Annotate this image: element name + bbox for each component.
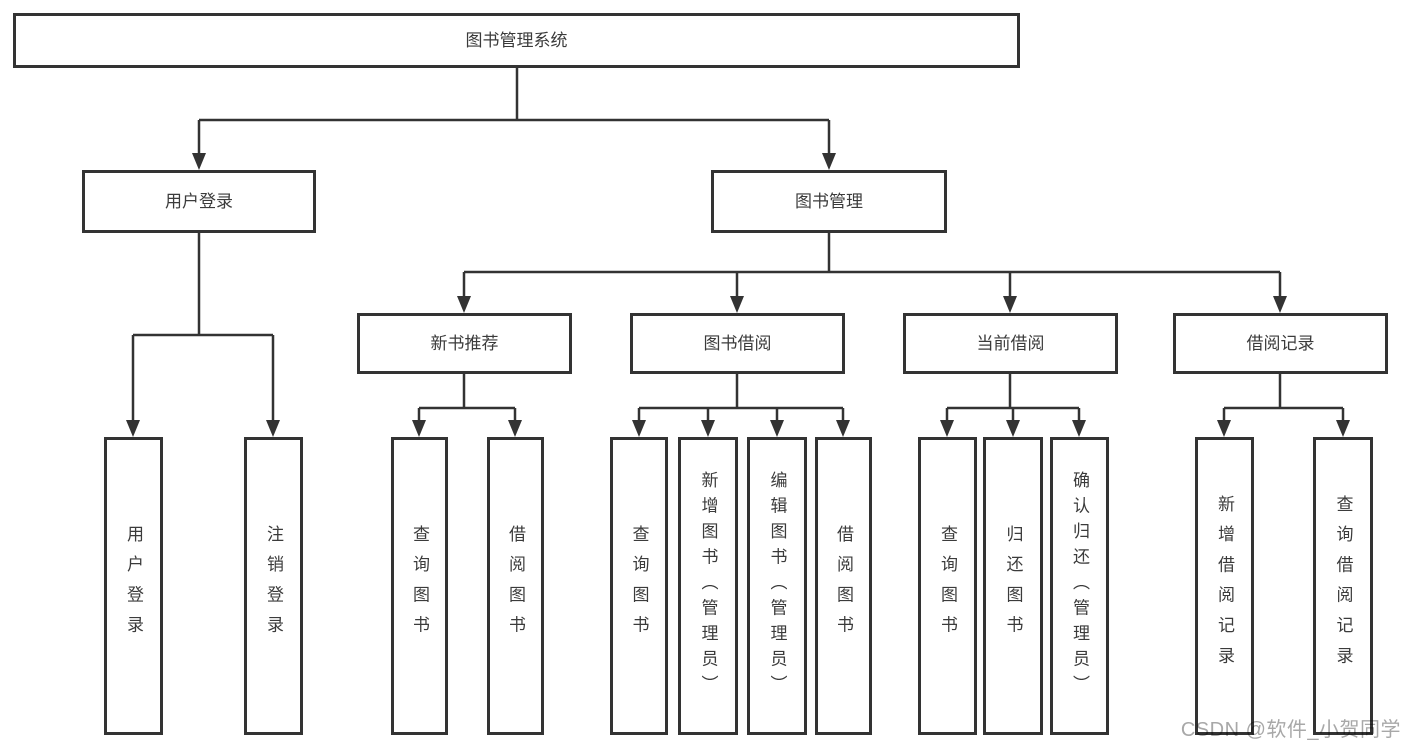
node-root-label: 图书管理系统 bbox=[465, 31, 568, 50]
node-root: 图书管理系统 bbox=[13, 13, 1020, 68]
leaf-borrow-query-books: 查询图书 bbox=[610, 437, 668, 735]
leaf-confirm-return-admin: 确认归还（管理员） bbox=[1050, 437, 1109, 735]
leaf-recommend-query-books: 查询图书 bbox=[391, 437, 448, 735]
node-user-login: 用户登录 bbox=[82, 170, 316, 233]
leaf-borrow-books: 借阅图书 bbox=[815, 437, 872, 735]
watermark: CSDN @软件_小贺同学 bbox=[1180, 719, 1401, 741]
leaf-current-query-books: 查询图书 bbox=[918, 437, 977, 735]
node-book-borrow: 图书借阅 bbox=[630, 313, 845, 374]
leaf-current-query-books-label: 查询图书 bbox=[938, 525, 957, 647]
node-book-borrow-label: 图书借阅 bbox=[703, 334, 772, 353]
leaf-logout-label: 注销登录 bbox=[264, 525, 283, 647]
leaf-add-borrow-record: 新增借阅记录 bbox=[1195, 437, 1254, 735]
node-current-borrow: 当前借阅 bbox=[903, 313, 1118, 374]
leaf-recommend-query-books-label: 查询图书 bbox=[410, 525, 429, 647]
leaf-user-login-label: 用户登录 bbox=[124, 525, 143, 647]
node-book-management: 图书管理 bbox=[711, 170, 947, 233]
leaf-query-borrow-record-label: 查询借阅记录 bbox=[1333, 495, 1353, 677]
node-borrow-records: 借阅记录 bbox=[1173, 313, 1388, 374]
tree-edges bbox=[131, 68, 1345, 421]
leaf-query-borrow-record: 查询借阅记录 bbox=[1313, 437, 1373, 735]
node-borrow-records-label: 借阅记录 bbox=[1246, 334, 1315, 353]
leaf-add-books-admin: 新增图书（管理员） bbox=[678, 437, 738, 735]
leaf-recommend-borrow-books-label: 借阅图书 bbox=[506, 525, 525, 647]
node-new-book-recommend: 新书推荐 bbox=[357, 313, 572, 374]
leaf-borrow-books-label: 借阅图书 bbox=[834, 525, 853, 647]
leaf-add-books-admin-label: 新增图书（管理员） bbox=[698, 471, 718, 701]
leaf-edit-books-admin-label: 编辑图书（管理员） bbox=[767, 471, 787, 701]
node-current-borrow-label: 当前借阅 bbox=[976, 334, 1045, 353]
leaf-return-books: 归还图书 bbox=[983, 437, 1043, 735]
leaf-user-login: 用户登录 bbox=[104, 437, 163, 735]
node-user-login-label: 用户登录 bbox=[165, 192, 233, 211]
node-new-book-recommend-label: 新书推荐 bbox=[430, 334, 499, 353]
node-book-management-label: 图书管理 bbox=[795, 192, 863, 211]
leaf-edit-books-admin: 编辑图书（管理员） bbox=[747, 437, 807, 735]
leaf-return-books-label: 归还图书 bbox=[1003, 525, 1023, 647]
leaf-add-borrow-record-label: 新增借阅记录 bbox=[1215, 495, 1234, 677]
leaf-recommend-borrow-books: 借阅图书 bbox=[487, 437, 544, 735]
leaf-confirm-return-admin-label: 确认归还（管理员） bbox=[1070, 471, 1089, 701]
leaf-logout: 注销登录 bbox=[244, 437, 303, 735]
leaf-borrow-query-books-label: 查询图书 bbox=[629, 525, 649, 647]
